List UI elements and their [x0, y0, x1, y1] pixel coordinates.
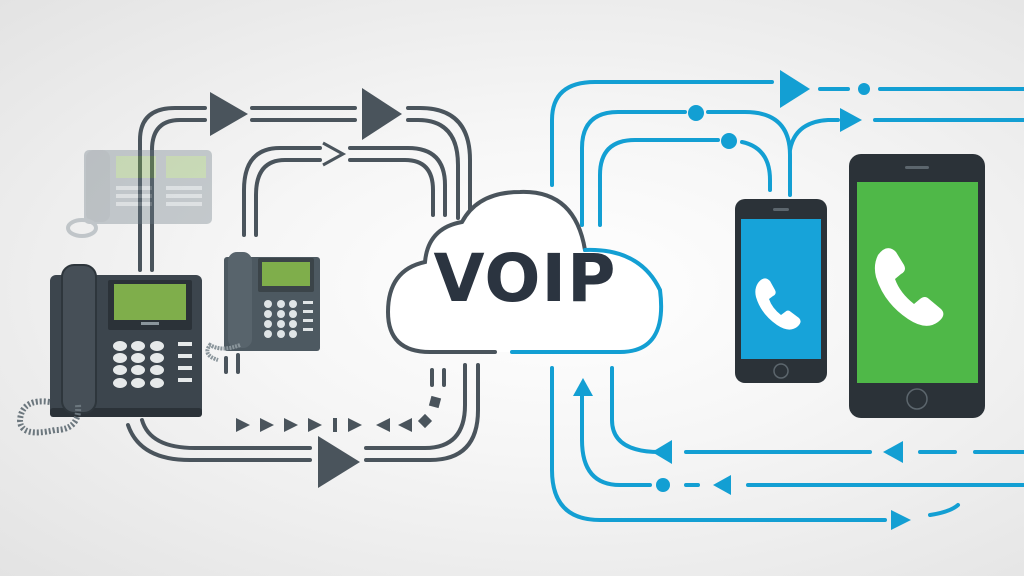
- cloud-icon: [385, 189, 664, 354]
- arrow-right-icon: [210, 92, 248, 136]
- phone-call-icon: [874, 248, 944, 326]
- node-dot: [721, 133, 737, 149]
- phone-call-icon: [755, 278, 801, 330]
- arrow-right-icon: [780, 70, 810, 108]
- home-button: [773, 363, 789, 379]
- coiled-cord: [16, 398, 82, 436]
- keypad: [264, 300, 313, 338]
- node-dot: [656, 478, 670, 492]
- arrow-left-icon: [713, 475, 731, 495]
- right-flow-arrows: [573, 70, 911, 530]
- smartphone-small: [735, 199, 827, 383]
- node-dot: [688, 105, 704, 121]
- desk-phone-small: [205, 252, 320, 362]
- arrow-right-icon: [318, 436, 360, 488]
- node-dot: [858, 83, 870, 95]
- right-flow-lines: [550, 80, 1024, 522]
- keypad: [113, 341, 192, 388]
- arrow-left-icon: [883, 441, 903, 463]
- arrow-up-icon: [573, 378, 593, 396]
- chevron-right-icon: [322, 141, 347, 167]
- arrow-left-icon: [652, 440, 672, 464]
- desk-phone-faded: [66, 150, 212, 238]
- smartphone-large: [849, 154, 985, 418]
- lcd-screen: [114, 284, 186, 320]
- left-flow-lines: [126, 106, 480, 462]
- desk-phone-large: [16, 264, 202, 436]
- home-button: [906, 388, 928, 410]
- voip-title: VOIP: [433, 240, 617, 317]
- arrow-right-icon: [840, 108, 862, 132]
- left-flow-arrows: [210, 88, 442, 488]
- arrow-right-icon: [891, 510, 911, 530]
- screen-blue: [741, 219, 821, 359]
- arrow-right-icon: [362, 88, 402, 140]
- screen-green: [857, 182, 978, 383]
